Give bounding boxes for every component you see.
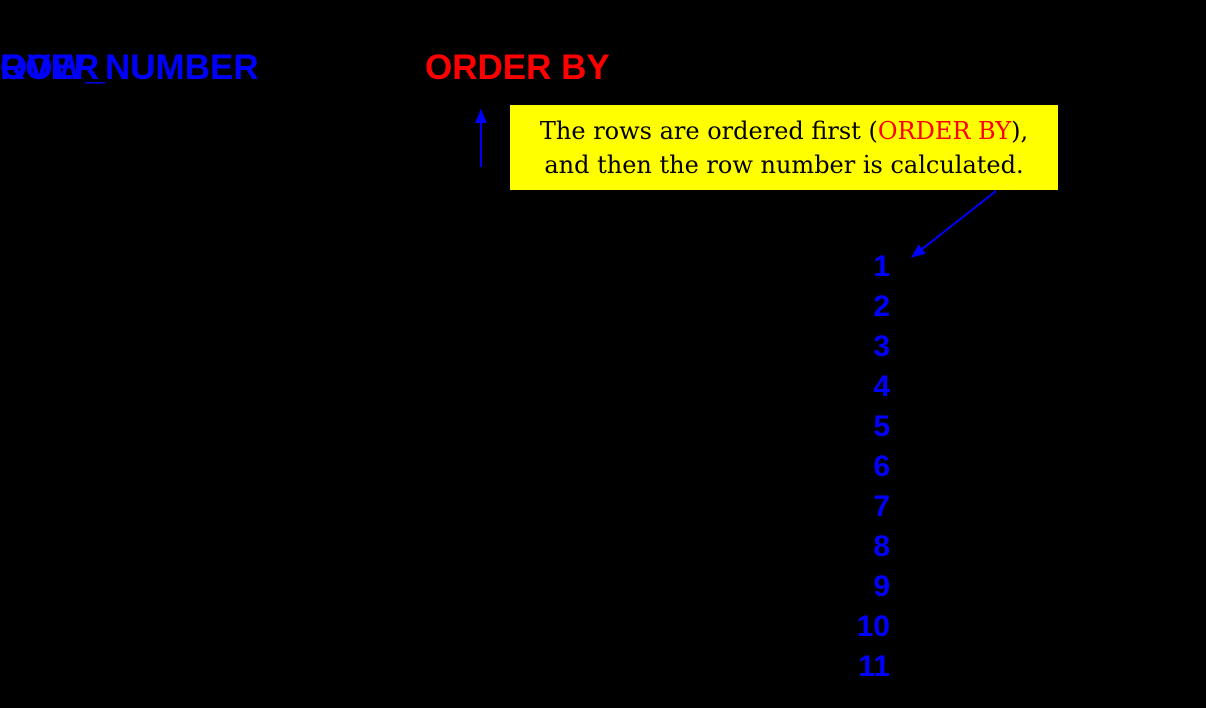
row-number: 3 [873,330,890,363]
row-number: 6 [873,450,890,483]
callout-line2: and then the row number is calculated. [544,150,1024,179]
row-number: 5 [873,410,890,443]
row-number: 4 [873,370,890,403]
row-number: 11 [858,650,890,683]
row-number: 7 [873,490,890,523]
title-keyword-row-number: ROW_NUMBER [0,48,259,87]
row-number-list: 1 2 3 4 5 6 7 8 9 10 11 [770,247,890,687]
callout-line1: The rows are ordered first (ORDER BY), [510,114,1058,148]
title-keyword-over: OVER [0,48,100,87]
callout-line1-suffix: ), [1011,116,1029,145]
callout-line1-prefix: The rows are ordered first ( [539,116,878,145]
title-keyword-order-by: ORDER BY [425,48,610,87]
row-number: 8 [873,530,890,563]
row-number: 2 [873,290,890,323]
callout-order-by-highlight: ORDER BY [877,116,1012,145]
row-number: 1 [873,250,890,283]
diagonal-arrow-icon [911,190,997,258]
row-number: 9 [873,570,890,603]
row-number: 10 [856,610,890,643]
callout-box: The rows are ordered first (ORDER BY), a… [510,105,1058,190]
